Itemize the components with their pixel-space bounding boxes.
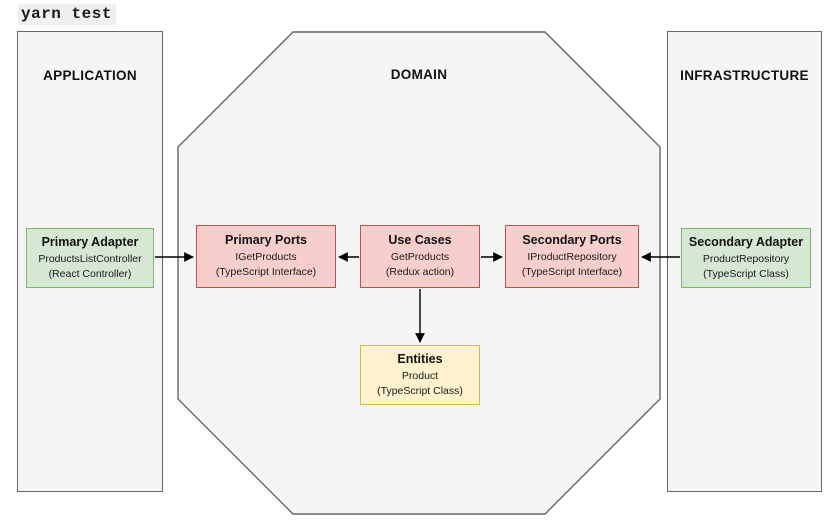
node-entities[interactable]: Entities Product (TypeScript Class) [360, 345, 480, 405]
node-use-cases-name: GetProducts [390, 251, 450, 264]
node-secondary-adapter-name: ProductRepository [702, 252, 790, 265]
node-secondary-ports-kind: (TypeScript Interface) [521, 266, 623, 279]
node-entities-name: Product [401, 369, 439, 382]
node-primary-adapter[interactable]: Primary Adapter ProductsListController (… [26, 228, 154, 288]
node-primary-ports-title: Primary Ports [225, 233, 307, 248]
node-primary-ports-name: IGetProducts [235, 251, 297, 264]
node-secondary-adapter-title: Secondary Adapter [688, 234, 804, 249]
node-secondary-ports-name: IProductRepository [527, 251, 617, 264]
node-primary-adapter-name: ProductsListController [38, 252, 142, 265]
node-secondary-ports[interactable]: Secondary Ports IProductRepository (Type… [505, 225, 639, 288]
domain-container-title: DOMAIN [390, 67, 448, 82]
node-primary-adapter-kind: (React Controller) [48, 267, 132, 280]
infrastructure-container-title: INFRASTRUCTURE [680, 68, 809, 83]
node-use-cases-kind: (Redux action) [385, 266, 455, 279]
application-container-title: APPLICATION [43, 68, 137, 83]
node-use-cases[interactable]: Use Cases GetProducts (Redux action) [360, 225, 480, 288]
node-secondary-adapter-kind: (TypeScript Class) [703, 267, 789, 280]
node-secondary-ports-title: Secondary Ports [522, 233, 622, 248]
node-entities-title: Entities [397, 351, 443, 366]
node-primary-ports-kind: (TypeScript Interface) [215, 266, 317, 279]
node-secondary-adapter[interactable]: Secondary Adapter ProductRepository (Typ… [681, 228, 811, 288]
node-primary-adapter-title: Primary Adapter [41, 234, 139, 249]
node-entities-kind: (TypeScript Class) [377, 384, 463, 397]
node-use-cases-title: Use Cases [388, 233, 452, 248]
node-primary-ports[interactable]: Primary Ports IGetProducts (TypeScript I… [196, 225, 336, 288]
terminal-command-label: yarn test [18, 4, 116, 25]
